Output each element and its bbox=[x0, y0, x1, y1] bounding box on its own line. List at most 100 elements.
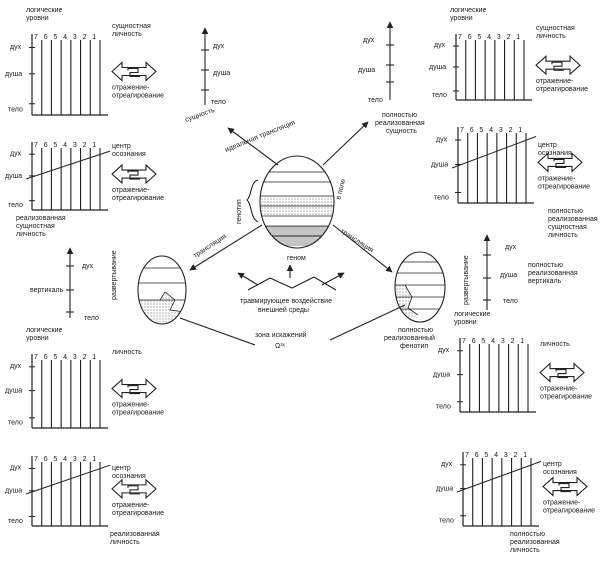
fully-realized-essence-label: полностью реализованная сущность bbox=[375, 112, 427, 135]
chart-axis-body: тело bbox=[432, 92, 447, 99]
chart-level-number: 2 bbox=[507, 34, 511, 41]
genotype-label: генотип bbox=[236, 199, 243, 224]
chart-level-number: 4 bbox=[491, 338, 495, 345]
reflection-arrow-icon bbox=[111, 163, 157, 185]
chart-level-number: 6 bbox=[470, 127, 474, 134]
chart-level-number: 5 bbox=[53, 34, 57, 41]
chart-level-number: 2 bbox=[83, 456, 87, 463]
chart-level-number: 4 bbox=[487, 34, 491, 41]
awareness-line bbox=[451, 136, 537, 169]
chart-axis-spirit: дух bbox=[10, 150, 22, 157]
chart-level-number: 6 bbox=[475, 452, 479, 459]
chart-level-number: 5 bbox=[53, 456, 57, 463]
reflection-arrow-icon bbox=[535, 54, 581, 76]
chart-level-number: 2 bbox=[509, 127, 513, 134]
chart-level-number: 2 bbox=[514, 452, 518, 459]
reflection-arrow-icon bbox=[111, 61, 157, 82]
translation-right-label: трансляция bbox=[339, 228, 375, 255]
chart-level-number: 6 bbox=[44, 142, 48, 149]
chart-level-number: 4 bbox=[63, 142, 67, 149]
realized-essence-spirit: дух bbox=[363, 37, 375, 44]
chart-level-number: 6 bbox=[44, 354, 48, 361]
chart-axis-spirit: дух bbox=[10, 44, 22, 51]
chart-level-number: 3 bbox=[73, 354, 77, 361]
chart-axis-body: тело bbox=[8, 202, 23, 209]
chart-level-number: 6 bbox=[44, 456, 48, 463]
chart-level-number: 7 bbox=[462, 338, 466, 345]
personality-label: личность bbox=[112, 349, 142, 356]
chart-axis-soul: душа bbox=[436, 486, 453, 493]
reflection-reaction-label: отражение-отреагирование bbox=[543, 500, 595, 515]
chart-level-number: 7 bbox=[34, 34, 38, 41]
central-genome-egg bbox=[246, 155, 335, 249]
vertical-right-spirit: дух bbox=[505, 244, 517, 251]
reflection-reaction-label: отражение-отреагирование bbox=[112, 502, 164, 517]
chart-axis-soul: душа bbox=[5, 71, 22, 78]
distortion-zone-label: зона искажений bbox=[255, 331, 307, 339]
chart-level-number: 5 bbox=[484, 452, 488, 459]
chart-axis-body: тело bbox=[8, 106, 23, 113]
chart-axis-soul: душа bbox=[429, 64, 446, 71]
realized-essence-axis bbox=[386, 21, 394, 100]
reflection-reaction-label: отражение-отреагирование bbox=[538, 175, 590, 190]
reflection-arrow-icon bbox=[537, 152, 583, 173]
chart-level-number: 5 bbox=[481, 338, 485, 345]
chart-level-number: 6 bbox=[44, 34, 48, 41]
chart-level-number: 3 bbox=[73, 142, 77, 149]
essence-axis-soul: душа bbox=[213, 70, 230, 77]
unfolding-left-label: развертывание bbox=[111, 250, 118, 300]
chart-axis-spirit: дух bbox=[436, 136, 448, 143]
chart-axis-soul: душа bbox=[5, 173, 22, 180]
chart-level-number: 3 bbox=[501, 338, 505, 345]
chart-level-number: 1 bbox=[523, 452, 527, 459]
vertical-axis-left bbox=[66, 247, 74, 318]
reflection-reaction-label: отражение-отреагирование bbox=[536, 78, 588, 93]
realized-essence-body: тело bbox=[368, 97, 383, 104]
realized-essence-soul: душа bbox=[358, 67, 375, 74]
vertical-left-body: тело bbox=[84, 315, 99, 322]
chart-level-number: 4 bbox=[63, 34, 67, 41]
awareness-line bbox=[456, 460, 542, 493]
chart-axis-soul: душа bbox=[431, 162, 448, 169]
chart-level-number: 5 bbox=[53, 142, 57, 149]
chart-level-number: 2 bbox=[83, 142, 87, 149]
awareness-line bbox=[25, 150, 111, 180]
chart-level-number: 6 bbox=[468, 34, 472, 41]
vertical-label: вертикаль bbox=[30, 287, 64, 294]
reflection-arrow-icon bbox=[539, 362, 585, 383]
chart-level-number: 2 bbox=[83, 34, 87, 41]
essence-axis-body: тело bbox=[211, 99, 226, 106]
chart-axis-spirit: дух bbox=[438, 347, 450, 354]
chart-level-number: 6 bbox=[472, 338, 476, 345]
reflection-reaction-label: отражение-отреагирование bbox=[112, 187, 164, 202]
essence-axis-spirit: дух bbox=[213, 43, 225, 50]
traumatic-influence-label: травмирующее воздействие внешней среды bbox=[240, 297, 334, 314]
distortion-symbol: Ω³ˣ bbox=[275, 343, 286, 350]
chart-axis-soul: душа bbox=[433, 372, 450, 379]
chart-level-number: 7 bbox=[34, 354, 38, 361]
chart-level-number: 5 bbox=[479, 127, 483, 134]
reflection-arrow-icon bbox=[111, 478, 157, 500]
trauma-spike-icon bbox=[247, 276, 337, 291]
unfolding-right-label: развертывание bbox=[463, 255, 470, 305]
in-field-label: в поле bbox=[335, 178, 347, 200]
chart-level-number: 7 bbox=[34, 456, 38, 463]
essence-axis bbox=[201, 27, 209, 105]
right-phenotype-egg bbox=[394, 251, 446, 323]
chart-level-number: 3 bbox=[499, 127, 503, 134]
chart-axis-body: тело bbox=[436, 404, 451, 411]
chart-level-number: 7 bbox=[465, 452, 469, 459]
reflection-reaction-label: отражение-отреагирование bbox=[112, 402, 164, 417]
